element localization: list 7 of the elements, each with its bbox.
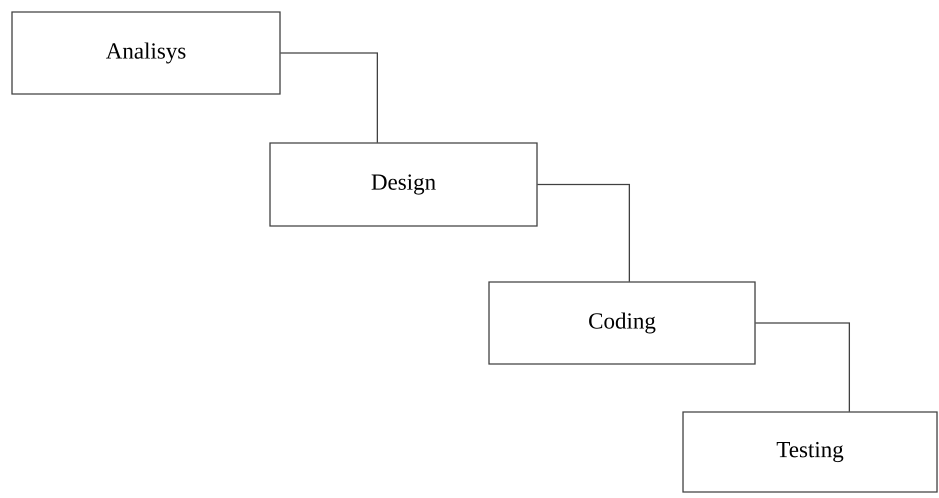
process-box: Testing — [682, 411, 938, 493]
connector-line — [280, 52, 378, 142]
connector-line — [538, 184, 630, 282]
process-box: Analisys — [11, 11, 281, 95]
process-box: Coding — [488, 281, 756, 365]
process-box: Design — [269, 142, 538, 227]
connector-line — [756, 322, 850, 412]
